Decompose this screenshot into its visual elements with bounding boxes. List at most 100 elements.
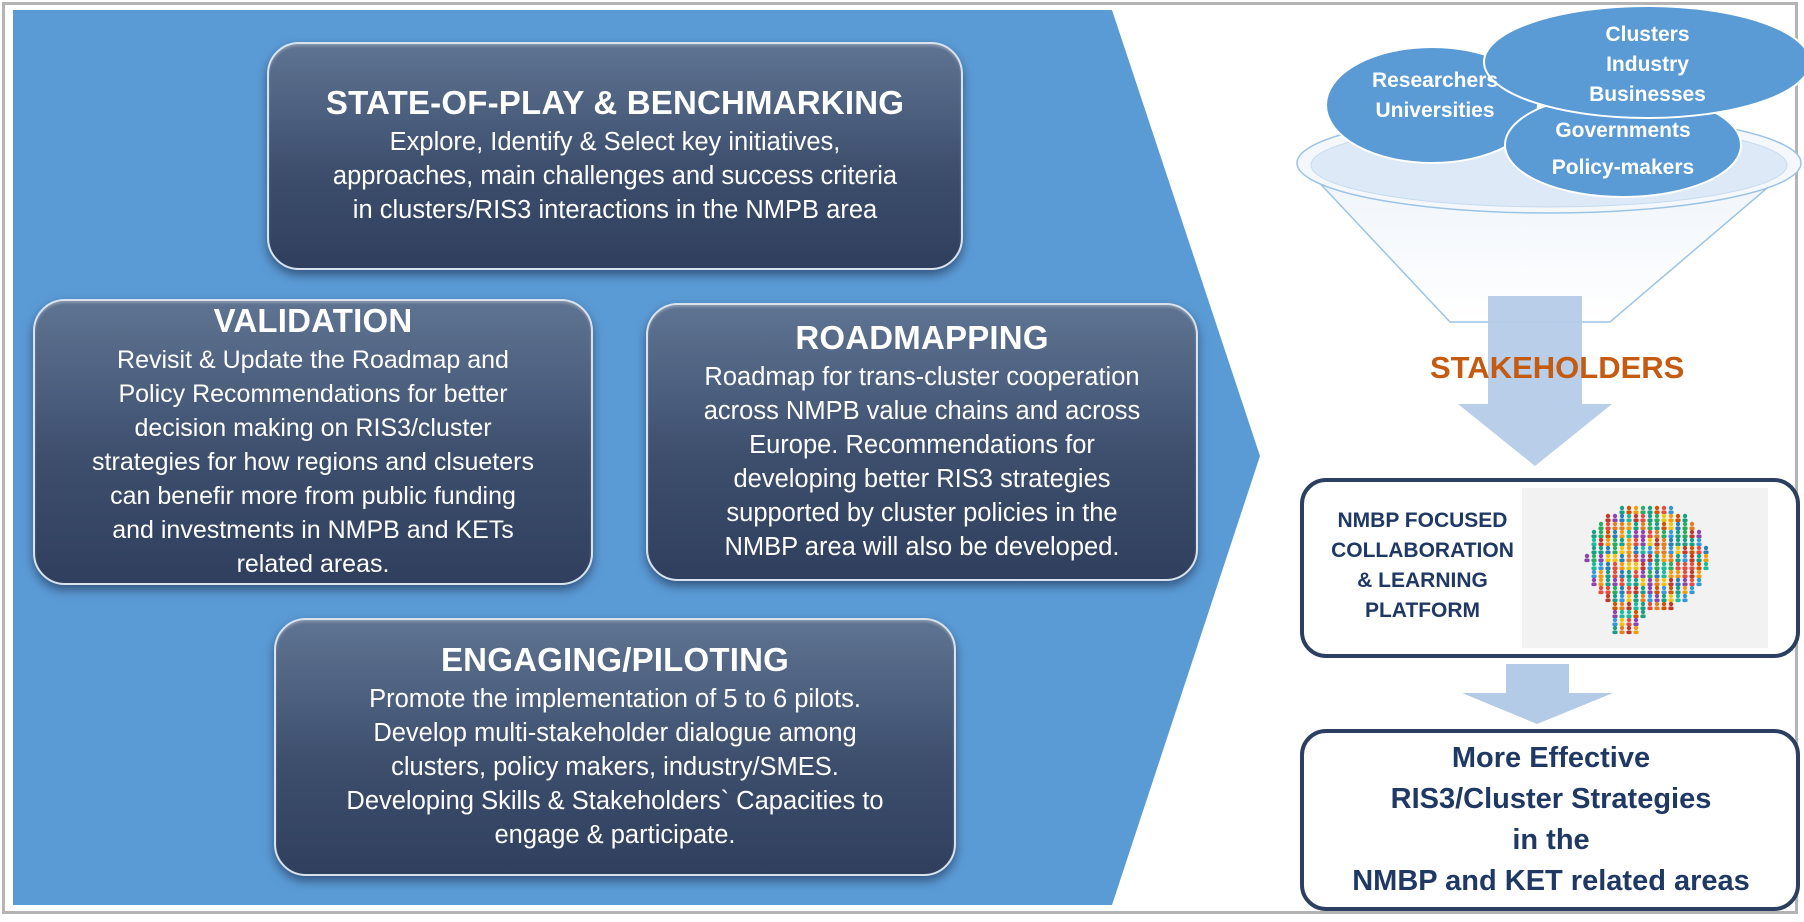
crowd-person-body bbox=[1619, 622, 1625, 627]
crowd-person-body bbox=[1682, 574, 1688, 579]
crowd-person-head bbox=[1647, 505, 1653, 511]
crowd-person-body bbox=[1640, 542, 1646, 547]
crowd-person-body bbox=[1626, 566, 1632, 571]
crowd-person-head bbox=[1591, 537, 1597, 543]
crowd-person-head bbox=[1619, 593, 1625, 599]
crowd-person-head bbox=[1689, 561, 1695, 567]
crowd-person-head bbox=[1689, 521, 1695, 527]
crowd-person-head bbox=[1703, 545, 1709, 551]
crowd-person-body bbox=[1703, 550, 1709, 555]
crowd-person-body bbox=[1661, 606, 1667, 611]
crowd-person-head bbox=[1661, 521, 1667, 527]
crowd-person-head bbox=[1668, 601, 1674, 607]
crowd-person-head bbox=[1598, 577, 1604, 583]
crowd-person-body bbox=[1661, 582, 1667, 587]
crowd-person-body bbox=[1619, 558, 1625, 563]
crowd-person-head bbox=[1668, 553, 1674, 559]
crowd-person-head bbox=[1696, 545, 1702, 551]
crowd-person-body bbox=[1612, 630, 1618, 635]
crowd-person-head bbox=[1654, 553, 1660, 559]
crowd-person-body bbox=[1668, 558, 1674, 563]
governments-policymakers-label: Governments Policy-makers bbox=[1551, 119, 1695, 179]
crowd-person-head bbox=[1626, 529, 1632, 535]
crowd-person-body bbox=[1598, 542, 1604, 547]
crowd-person-body bbox=[1598, 566, 1604, 571]
crowd-person-head bbox=[1675, 577, 1681, 583]
crowd-person-head bbox=[1598, 537, 1604, 543]
crowd-person-head bbox=[1633, 537, 1639, 543]
crowd-person-head bbox=[1675, 569, 1681, 575]
crowd-person-body bbox=[1675, 542, 1681, 547]
crowd-person-body bbox=[1612, 574, 1618, 579]
crowd-person-body bbox=[1696, 582, 1702, 587]
crowd-person-head bbox=[1696, 561, 1702, 567]
crowd-person-head bbox=[1626, 513, 1632, 519]
crowd-person-body bbox=[1619, 606, 1625, 611]
crowd-person-head bbox=[1619, 625, 1625, 631]
crowd-person-body bbox=[1626, 526, 1632, 531]
arrow-down-platform-icon bbox=[1462, 664, 1613, 724]
crowd-person-body bbox=[1640, 550, 1646, 555]
roadmapping-body: Roadmap for trans-cluster cooperation ac… bbox=[703, 363, 1141, 562]
crowd-person-body bbox=[1591, 550, 1597, 555]
crowd-person-head bbox=[1605, 537, 1611, 543]
crowd-person-body bbox=[1689, 558, 1695, 563]
stakeholders-label: STAKEHOLDERS bbox=[1430, 350, 1685, 385]
crowd-person-body bbox=[1668, 518, 1674, 523]
crowd-person-head bbox=[1682, 569, 1688, 575]
crowd-person-body bbox=[1626, 550, 1632, 555]
crowd-person-body bbox=[1689, 550, 1695, 555]
crowd-person-body bbox=[1633, 598, 1639, 603]
crowd-person-body bbox=[1647, 598, 1653, 603]
crowd-person-head bbox=[1633, 545, 1639, 551]
crowd-person-head bbox=[1654, 585, 1660, 591]
crowd-person-body bbox=[1675, 590, 1681, 595]
crowd-person-head bbox=[1626, 601, 1632, 607]
crowd-person-head bbox=[1633, 553, 1639, 559]
crowd-person-body bbox=[1654, 558, 1660, 563]
crowd-person-body bbox=[1612, 550, 1618, 555]
crowd-person-body bbox=[1598, 550, 1604, 555]
crowd-person-head bbox=[1654, 601, 1660, 607]
crowd-person-body bbox=[1640, 510, 1646, 515]
crowd-person-head bbox=[1626, 585, 1632, 591]
crowd-person-body bbox=[1598, 534, 1604, 539]
crowd-person-head bbox=[1633, 561, 1639, 567]
crowd-person-head bbox=[1675, 529, 1681, 535]
crowd-person-head bbox=[1619, 545, 1625, 551]
crowd-person-body bbox=[1647, 606, 1653, 611]
crowd-person-body bbox=[1682, 598, 1688, 603]
crowd-person-body bbox=[1696, 534, 1702, 539]
crowd-person-body bbox=[1619, 518, 1625, 523]
crowd-person-body bbox=[1598, 590, 1604, 595]
crowd-person-head bbox=[1598, 585, 1604, 591]
crowd-person-head bbox=[1612, 569, 1618, 575]
crowd-person-body bbox=[1626, 582, 1632, 587]
crowd-person-body bbox=[1654, 574, 1660, 579]
crowd-person-body bbox=[1633, 510, 1639, 515]
crowd-person-body bbox=[1598, 558, 1604, 563]
crowd-person-head bbox=[1682, 577, 1688, 583]
crowd-person-head bbox=[1675, 537, 1681, 543]
researchers-universities-label: Researchers Universities bbox=[1371, 69, 1499, 122]
crowd-person-body bbox=[1626, 534, 1632, 539]
crowd-person-body bbox=[1591, 542, 1597, 547]
crowd-person-head bbox=[1640, 553, 1646, 559]
crowd-person-head bbox=[1654, 593, 1660, 599]
crowd-person-head bbox=[1654, 521, 1660, 527]
crowd-person-head bbox=[1696, 537, 1702, 543]
crowd-person-head bbox=[1661, 505, 1667, 511]
crowd-person-body bbox=[1703, 566, 1709, 571]
crowd-person-body bbox=[1682, 582, 1688, 587]
crowd-person-body bbox=[1696, 550, 1702, 555]
crowd-person-body bbox=[1668, 566, 1674, 571]
crowd-person-head bbox=[1682, 545, 1688, 551]
crowd-person-head bbox=[1612, 521, 1618, 527]
crowd-person-body bbox=[1654, 510, 1660, 515]
crowd-person-body bbox=[1598, 582, 1604, 587]
crowd-person-body bbox=[1612, 614, 1618, 619]
crowd-person-head bbox=[1654, 569, 1660, 575]
crowd-person-body bbox=[1605, 534, 1611, 539]
engaging-piloting-body: Promote the implementation of 5 to 6 pil… bbox=[346, 685, 884, 850]
crowd-person-head bbox=[1605, 529, 1611, 535]
